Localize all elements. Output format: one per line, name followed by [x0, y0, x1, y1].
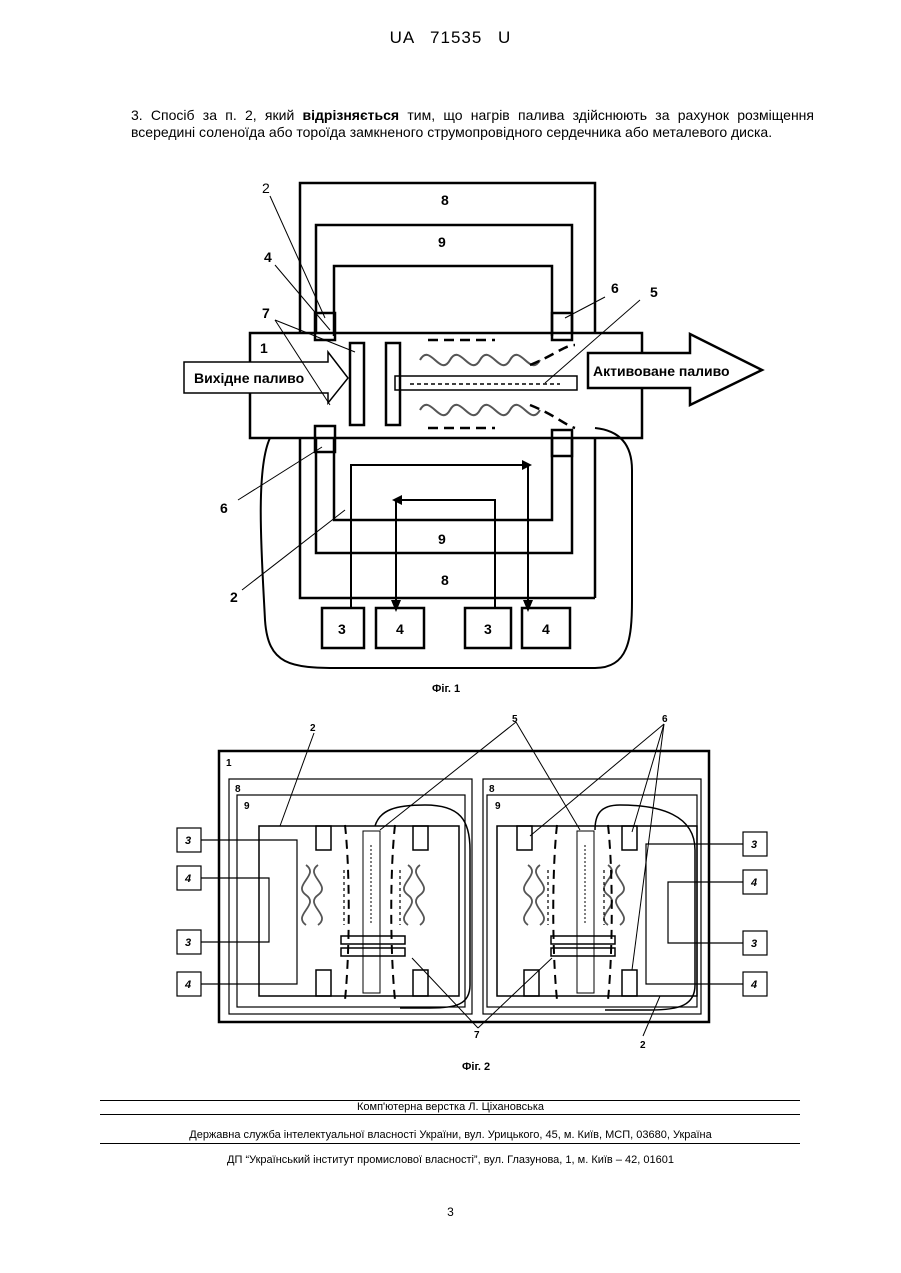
fig1-output-label: Активоване паливо: [593, 363, 730, 379]
fig1-label-6-bottom: 6: [220, 500, 228, 516]
fig2-right-box-3b: 3: [751, 938, 757, 950]
fig2-right-box-3a: 3: [751, 839, 757, 851]
fig2-label-2-top: 2: [310, 723, 316, 734]
fig1-label-7: 7: [262, 305, 270, 321]
fig1-label-8-top: 8: [441, 192, 449, 208]
fig1-label-8-bottom: 8: [441, 572, 449, 588]
fig2-left-box-3a: 3: [185, 835, 191, 847]
figure-1-diagram: Вихідне паливо Активоване паливо 8 9 9 8…: [0, 0, 901, 700]
fig1-input-label: Вихідне паливо: [194, 370, 304, 386]
fig1-label-1: 1: [260, 340, 268, 356]
fig1-box-4b: 4: [542, 621, 550, 637]
fig1-label-5: 5: [650, 284, 658, 300]
page-number: 3: [0, 1205, 901, 1219]
fig2-left-box-4a: 4: [184, 873, 191, 885]
footer-rule-3: [100, 1143, 800, 1144]
fig2-label-9-left: 9: [244, 801, 250, 812]
fig1-box-4a: 4: [396, 621, 404, 637]
fig1-label-2-bottom: 2: [230, 589, 238, 605]
fig2-label-2-bottom: 2: [640, 1040, 646, 1051]
fig1-label-9-bottom: 9: [438, 531, 446, 547]
fig1-label-9-top: 9: [438, 234, 446, 250]
footer-agency: Державна служба інтелектуальної власност…: [0, 1129, 901, 1141]
fig1-label-6-top: 6: [611, 280, 619, 296]
fig1-box-3b: 3: [484, 621, 492, 637]
fig1-label-2-top: 2: [262, 180, 270, 196]
fig2-caption: Фіг. 2: [462, 1061, 490, 1073]
fig2-label-7: 7: [474, 1030, 480, 1041]
fig2-left-box-3b: 3: [185, 937, 191, 949]
fig1-label-4: 4: [264, 249, 272, 265]
footer-institute: ДП “Український інститут промислової вла…: [0, 1154, 901, 1166]
fig1-box-3a: 3: [338, 621, 346, 637]
figure-2-diagram: 2 5 6 1 8 9 8 9 7 2 Фіг. 2 3 4 3 4 3 4 3…: [0, 700, 901, 1080]
fig2-label-9-right: 9: [495, 801, 501, 812]
fig2-left-box-4b: 4: [184, 979, 191, 991]
fig2-label-8-left: 8: [235, 784, 241, 795]
fig2-right-box-4b: 4: [750, 979, 757, 991]
fig1-caption: Фіг. 1: [432, 683, 460, 695]
footer-layout-credit: Комп'ютерна верстка Л. Ціхановська: [0, 1101, 901, 1113]
fig2-label-5: 5: [512, 714, 518, 725]
fig2-label-1: 1: [226, 758, 232, 769]
fig2-right-box-4a: 4: [750, 877, 757, 889]
fig2-label-8-right: 8: [489, 784, 495, 795]
fig2-label-6: 6: [662, 714, 668, 725]
footer-rule-2: [100, 1114, 800, 1115]
